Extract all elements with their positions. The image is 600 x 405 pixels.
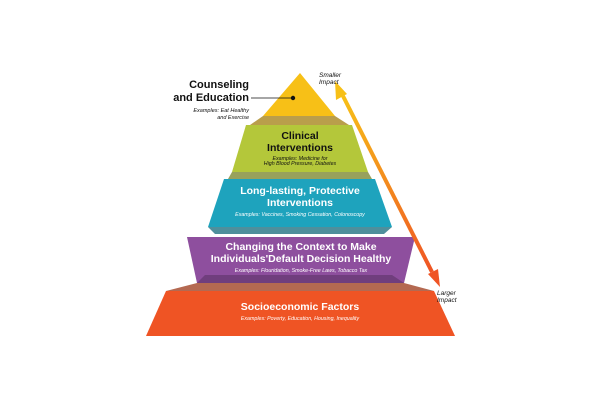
tier-clinical-title-line2: Interventions (267, 141, 333, 154)
smaller-impact-label: Smaller Impact (319, 72, 341, 86)
counseling-title-line2: and Education (173, 91, 249, 104)
tier-protective-title-line2: Interventions (267, 196, 333, 209)
impact-arrowhead-down-icon (428, 269, 440, 287)
tier-protective-example: Examples: Vaccines, Smoking Cessation, C… (235, 211, 365, 218)
tier-socioeconomic-example: Examples: Poverty, Education, Housing, I… (240, 315, 360, 322)
smaller-impact-line1: Smaller (319, 72, 342, 79)
tier-clinical-example-line1: Examples: Medicine for (272, 155, 328, 162)
tier-socioeconomic-shadow (166, 283, 434, 291)
tier-clinical-front (232, 125, 368, 172)
tier-protective-title-line1: Long-lasting, Protective (240, 185, 360, 197)
tier-clinical-shadow (228, 172, 372, 179)
tier-clinical-label: Clinical Interventions Examples: Medicin… (240, 130, 360, 168)
impact-arrowhead-up-icon (335, 81, 347, 100)
tier-socioeconomic-label: Socioeconomic Factors Examples: Poverty,… (240, 301, 360, 323)
larger-impact-line2: Impact (437, 297, 457, 305)
impact-arrow-shaft (341, 95, 434, 273)
larger-impact-label: Larger Impact (437, 290, 457, 304)
counseling-title-line1: Counseling (189, 79, 249, 91)
tier-counseling-shadow (250, 116, 349, 125)
tier-clinical-title-line1: Clinical (281, 130, 319, 142)
tier-context-title-line2: Individuals'Default Decision Healthy (210, 252, 392, 265)
counseling-example-line2: and Exercise (217, 115, 249, 122)
counseling-callout: Counseling and Education Examples: Eat H… (173, 79, 249, 122)
tier-protective-front (208, 179, 392, 227)
counseling-example-line1: Examples: Eat Healthy (193, 108, 249, 115)
tier-socioeconomic-title: Socioeconomic Factors (240, 301, 360, 313)
tier-context-label: Changing the Context to Make Individuals… (191, 241, 411, 274)
callout-dot (290, 95, 296, 101)
tier-protective-shadow (208, 227, 392, 234)
smaller-impact-line2: Impact (319, 79, 339, 87)
tier-context-front (187, 237, 415, 283)
tier-context-title-line1: Changing the Context to Make (225, 241, 377, 253)
tier-socioeconomic-front (146, 291, 455, 336)
larger-impact-line1: Larger (437, 290, 456, 297)
tier-protective-label: Long-lasting, Protective Interventions E… (210, 185, 390, 218)
tier-context-shadow (197, 275, 404, 283)
tier-clinical-example-line2: High Blood Pressure, Diabetes (263, 161, 337, 168)
tier-context-example: Examples: Flouridation, Smoke-Free Laws,… (234, 267, 368, 274)
tier-counseling-front (263, 73, 335, 116)
